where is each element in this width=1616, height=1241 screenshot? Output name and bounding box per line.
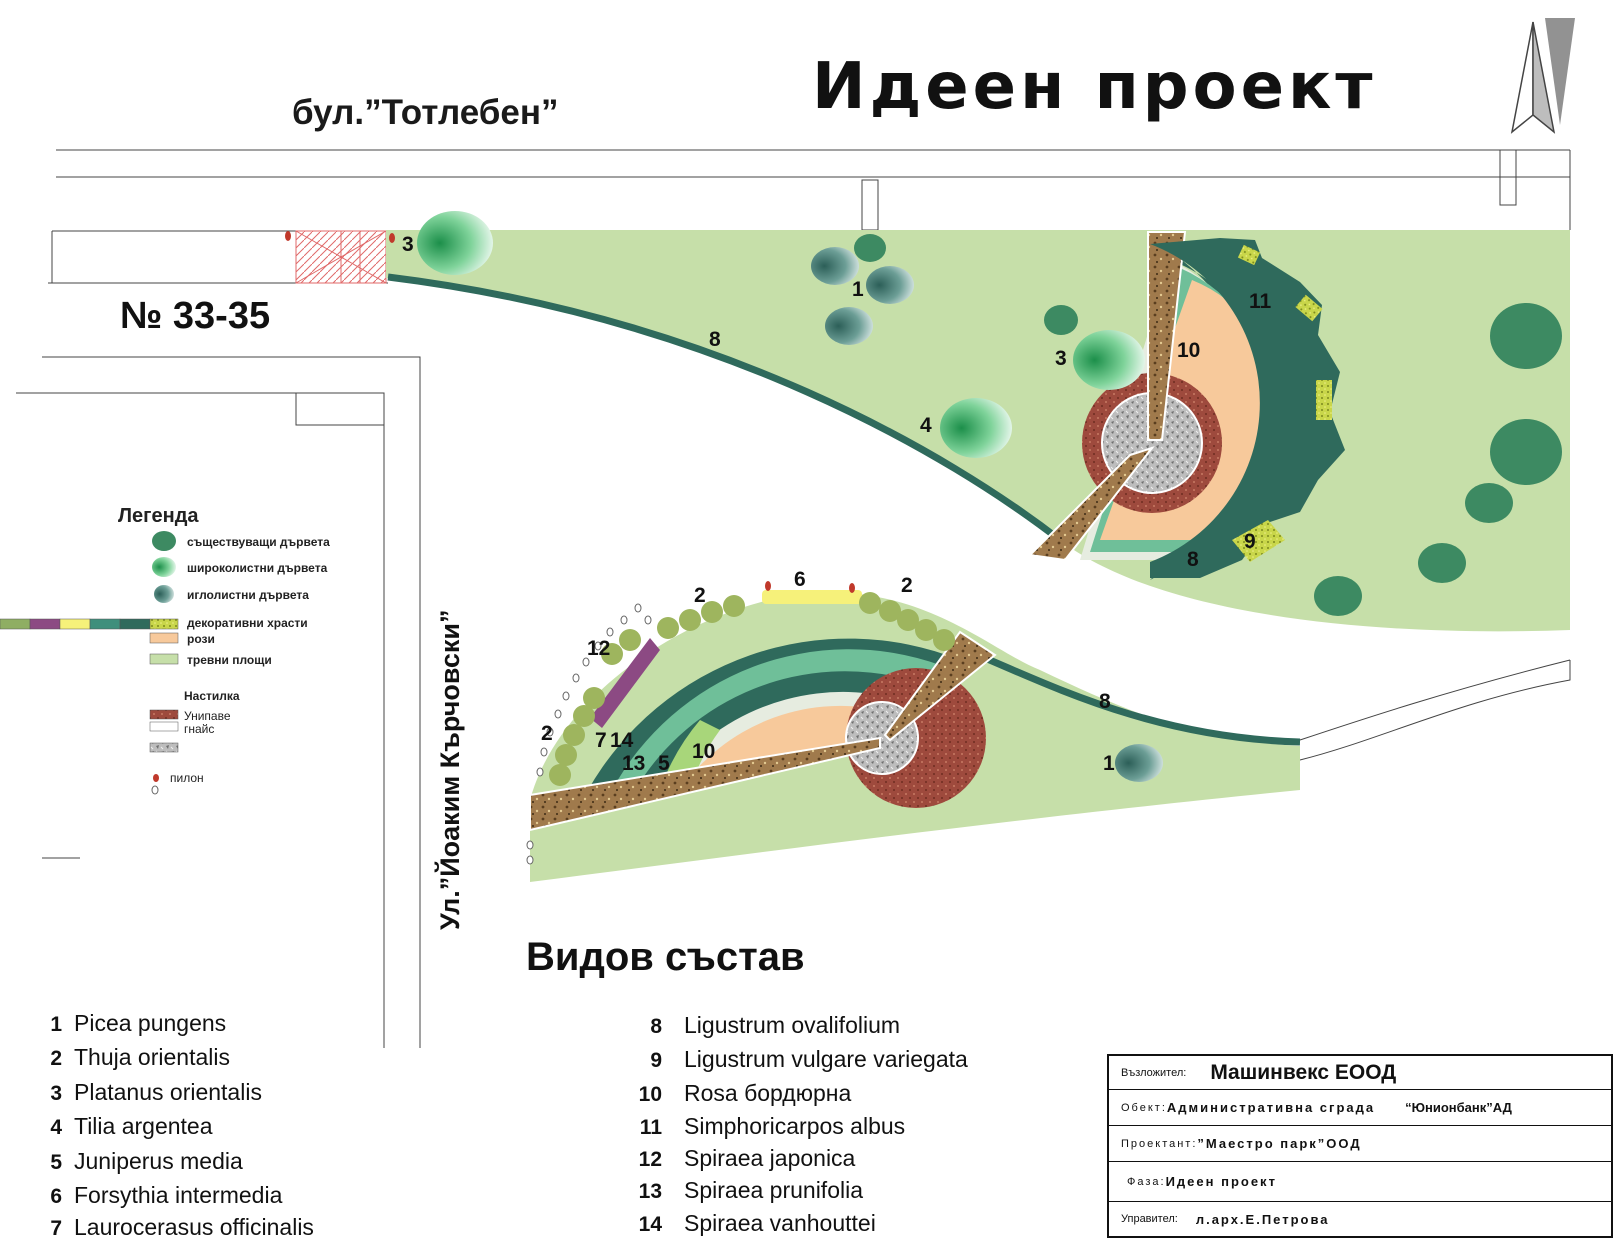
object-label: Обект: (1121, 1101, 1167, 1114)
title-block-manager-row: Управител: л.арх.Е.Петрова (1109, 1202, 1611, 1236)
manager-label: Управител: (1121, 1213, 1178, 1225)
address-label: № 33-35 (120, 295, 271, 337)
plan-label-2: 2 (541, 722, 553, 745)
plan-label-2: 2 (901, 574, 913, 597)
legend-gneiss: гнайс (184, 722, 215, 736)
object-value: Административна сграда (1166, 1100, 1376, 1115)
plan-label-4: 4 (920, 414, 932, 437)
plan-label-10: 10 (1177, 339, 1201, 362)
page-title: Идеен проект (812, 50, 1377, 124)
manager-value: л.арх.Е.Петрова (1195, 1211, 1330, 1227)
lower-garden (529, 590, 997, 832)
legend-roses: рози (187, 632, 215, 646)
tree-existing (1314, 576, 1362, 616)
phase-value: Идеен проект (1165, 1174, 1277, 1189)
upper-garden (1027, 231, 1345, 580)
plan-label-8: 8 (1099, 690, 1111, 713)
tree-existing (854, 234, 886, 262)
upper-hedge (387, 273, 1063, 543)
plan-label-1: 1 (852, 278, 864, 301)
tree-existing (1465, 483, 1513, 523)
client-value: Машинвекс ЕООД (1210, 1060, 1397, 1084)
trees (417, 211, 1562, 782)
plan-label-7: 7 (595, 729, 607, 752)
object-value-bank: “Юнионбанк”АД (1405, 1100, 1512, 1115)
street-label-karchovski: Ул.”Йоаким Кърчовски” (435, 609, 465, 930)
plan-label-1: 1 (1103, 752, 1115, 775)
legend-unipave: Унипаве (184, 709, 231, 723)
legend-deciduous-trees: широколистни дървета (187, 561, 328, 575)
tree-existing (1490, 303, 1562, 369)
plan-label-12: 12 (587, 637, 611, 660)
tree-conifer (866, 266, 914, 304)
plan-label-11: 11 (1249, 290, 1272, 313)
legend-paving-title: Настилка (184, 689, 240, 703)
client-label: Възложител: (1121, 1066, 1187, 1079)
designer-label: Проектант: (1121, 1137, 1198, 1150)
title-block-client-row: Възложител: Машинвекс ЕООД (1109, 1056, 1611, 1090)
plan-label-14: 14 (610, 729, 634, 752)
tree-existing (1044, 305, 1078, 335)
plan-label-9: 9 (1244, 530, 1256, 553)
pylons (153, 231, 855, 782)
tree-deciduous (417, 211, 493, 275)
legend-pylon: пилон (170, 771, 204, 785)
north-arrow-icon (1510, 18, 1575, 134)
phase-label: Фаза: (1127, 1175, 1166, 1188)
species-title: Видов състав (526, 935, 805, 979)
tree-deciduous (940, 398, 1012, 458)
legend-lawns: тревни площи (187, 653, 272, 667)
tree-deciduous (1073, 330, 1145, 390)
plan-label-8: 8 (709, 328, 721, 351)
crosswalk (295, 230, 387, 284)
legend-swatches (0, 531, 179, 753)
tree-conifer (1115, 744, 1163, 782)
bollards (151, 603, 652, 865)
plan-label-6: 6 (794, 568, 806, 591)
lower-hedge (983, 654, 1301, 746)
plan-label-13: 13 (622, 752, 646, 775)
title-block-phase-row: Фаза: Идеен проект (1109, 1162, 1611, 1202)
designer-value: ”Маестро парк”ООД (1197, 1136, 1362, 1151)
tree-existing (1490, 419, 1562, 485)
legend-title: Легенда (118, 505, 199, 527)
plan-label-2: 2 (694, 584, 706, 607)
tree-conifer (825, 307, 873, 345)
street-label-totleben: бул.”Тотлебен” (292, 93, 559, 132)
legend-existing-trees: съществуващи дървета (187, 535, 330, 549)
plan-label-8: 8 (1187, 548, 1199, 571)
legend-conifers: иглолистни дървета (187, 588, 309, 602)
plan-label-3: 3 (1055, 347, 1067, 370)
plan-label-5: 5 (658, 752, 670, 775)
title-block-object-row: Обект: Административна сграда “Юнионбанк… (1109, 1090, 1611, 1126)
title-block: Възложител: Машинвекс ЕООД Обект: Админи… (1107, 1054, 1613, 1238)
plan-label-10: 10 (692, 740, 716, 763)
legend-shrubs: декоративни храсти (187, 616, 308, 630)
tree-existing (1418, 543, 1466, 583)
plan-label-3: 3 (402, 233, 414, 256)
tree-conifer (811, 247, 859, 285)
title-block-designer-row: Проектант: ”Маестро парк”ООД (1109, 1126, 1611, 1162)
